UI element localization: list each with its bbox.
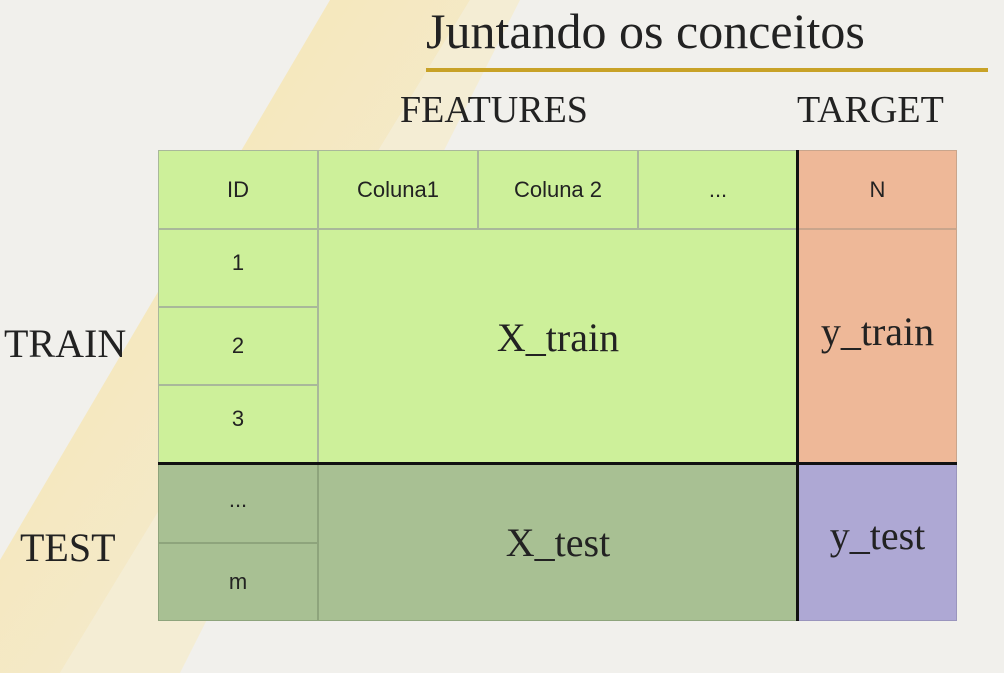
target-separator-line bbox=[796, 150, 799, 621]
column-header-coluna1: Coluna1 bbox=[318, 150, 478, 229]
column-header-more: ... bbox=[638, 150, 798, 229]
title-underline bbox=[426, 68, 988, 72]
page-title: Juntando os conceitos bbox=[426, 3, 865, 59]
y-train-block: y_train bbox=[798, 229, 957, 464]
test-label: TEST bbox=[20, 525, 116, 570]
train-test-separator-line bbox=[158, 462, 957, 465]
x-test-block: X_test bbox=[318, 464, 798, 621]
train-label: TRAIN bbox=[4, 321, 127, 366]
id-cell-m: m bbox=[158, 543, 318, 621]
y-test-block: y_test bbox=[798, 464, 957, 621]
column-header-n: N bbox=[798, 150, 957, 229]
column-header-id: ID bbox=[158, 150, 318, 229]
id-cell-2: 2 bbox=[158, 307, 318, 385]
id-cell-1: 1 bbox=[158, 229, 318, 307]
id-cell-3: 3 bbox=[158, 385, 318, 464]
column-header-coluna2: Coluna 2 bbox=[478, 150, 638, 229]
id-cell-ellipsis: ... bbox=[158, 464, 318, 543]
x-train-block: X_train bbox=[318, 229, 798, 464]
target-header: TARGET bbox=[797, 89, 944, 131]
features-header: FEATURES bbox=[400, 89, 588, 131]
